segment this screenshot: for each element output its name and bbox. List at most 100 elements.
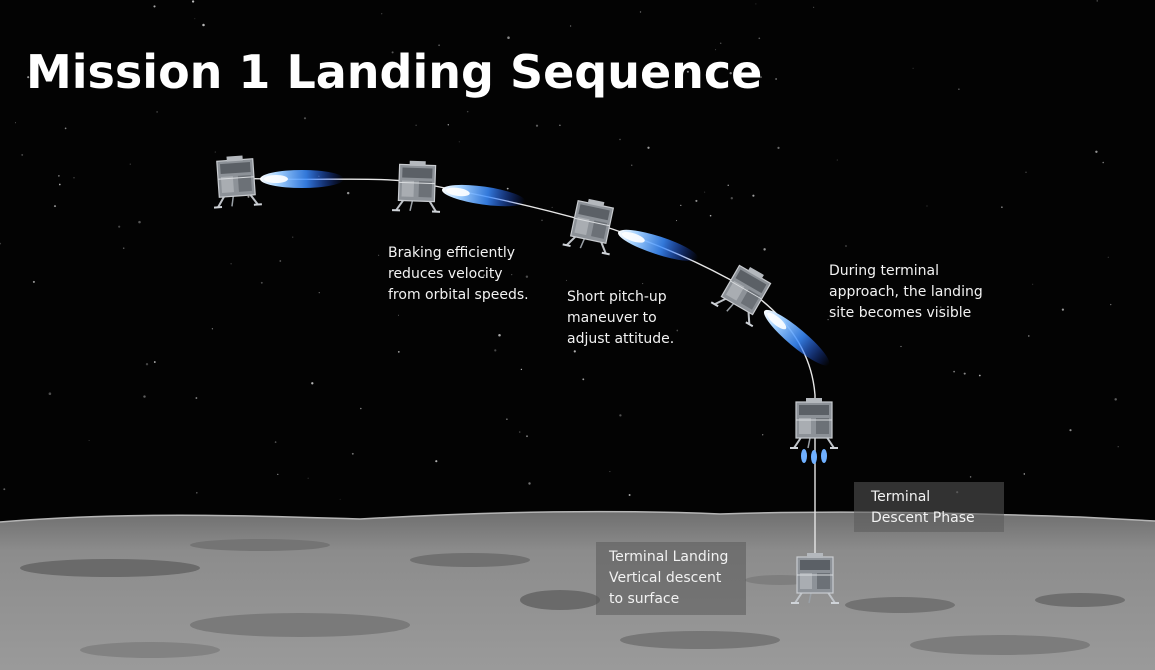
star: [274, 441, 277, 443]
star: [1095, 150, 1098, 153]
star: [292, 236, 294, 238]
star: [642, 283, 644, 285]
lunar-lander-icon: [789, 397, 839, 449]
star: [156, 111, 158, 113]
star: [777, 146, 780, 150]
annotation-terminal-approach: During terminal approach, the landing si…: [829, 261, 983, 324]
star: [1001, 206, 1003, 208]
star: [196, 492, 198, 494]
thruster-plume-icon: [260, 170, 344, 188]
star: [339, 498, 341, 500]
lunar-lander-icon: [209, 153, 263, 209]
star: [58, 183, 61, 186]
trajectory-path: [234, 177, 816, 560]
diagram-title: Mission 1 Landing Sequence: [26, 45, 763, 99]
star: [191, 0, 195, 3]
star: [573, 350, 576, 353]
star: [398, 314, 399, 316]
star: [511, 252, 513, 254]
star: [958, 88, 960, 90]
thruster-plume-icon: [801, 449, 827, 464]
star: [378, 254, 380, 256]
annotation-braking: Braking efficiently reduces velocity fro…: [388, 243, 529, 306]
star: [311, 382, 314, 385]
annotation-line: to surface: [609, 591, 680, 607]
star: [415, 124, 417, 126]
star: [153, 5, 156, 8]
star: [631, 164, 633, 166]
star: [195, 397, 198, 399]
star: [129, 163, 131, 165]
star: [53, 205, 57, 208]
star: [1032, 283, 1034, 285]
annotation-line: Vertical descent: [609, 570, 722, 586]
star: [525, 275, 529, 278]
star: [58, 175, 60, 177]
star: [279, 260, 282, 262]
star: [277, 473, 279, 476]
star: [582, 378, 585, 381]
star: [559, 124, 561, 127]
star: [143, 395, 146, 398]
star: [483, 274, 486, 277]
star: [27, 76, 30, 79]
star: [827, 318, 829, 321]
star: [506, 187, 509, 190]
star: [202, 23, 205, 27]
star: [518, 431, 521, 433]
star: [727, 184, 729, 186]
star: [351, 452, 354, 455]
star: [447, 124, 449, 126]
annotation-pitch-up: Short pitch-up maneuver to adjust attitu…: [567, 287, 674, 350]
star: [1069, 429, 1072, 432]
star: [1117, 446, 1119, 448]
star: [541, 219, 543, 222]
star: [704, 191, 706, 193]
star: [676, 329, 679, 332]
annotation-line: Terminal Landing: [609, 549, 729, 565]
star: [628, 494, 631, 496]
star: [836, 159, 838, 161]
star: [686, 70, 689, 73]
star: [307, 477, 309, 479]
star: [569, 25, 572, 27]
star: [260, 281, 263, 284]
star: [535, 124, 539, 127]
star: [494, 349, 497, 352]
star: [435, 460, 438, 463]
star: [1110, 303, 1112, 306]
star: [528, 482, 531, 485]
star: [926, 205, 928, 207]
star: [214, 151, 216, 153]
star: [466, 110, 469, 113]
star: [438, 44, 440, 47]
lunar-lander-icon: [561, 194, 622, 256]
star: [1028, 335, 1030, 337]
star: [1025, 171, 1027, 173]
star: [963, 372, 966, 375]
star: [520, 368, 523, 371]
star: [145, 363, 149, 366]
starfield: [0, 0, 1119, 500]
star: [978, 374, 981, 377]
star: [758, 37, 761, 40]
star: [21, 153, 24, 156]
annotation-terminal-descent-phase: Terminal Descent Phase: [854, 482, 1004, 532]
star: [719, 42, 722, 44]
star: [498, 334, 501, 337]
star: [953, 370, 955, 373]
star: [775, 78, 777, 80]
annotation-line: maneuver to: [567, 310, 657, 326]
star: [763, 248, 766, 251]
thruster-plume-icon: [615, 223, 701, 267]
star: [138, 220, 141, 224]
star: [381, 13, 383, 15]
star: [511, 274, 513, 276]
star: [845, 245, 847, 247]
annotation-terminal-landing: Terminal Landing Vertical descent to sur…: [596, 542, 746, 615]
annotation-line: adjust attitude.: [567, 331, 675, 347]
star: [709, 214, 712, 217]
star: [3, 488, 6, 491]
star: [533, 77, 536, 80]
